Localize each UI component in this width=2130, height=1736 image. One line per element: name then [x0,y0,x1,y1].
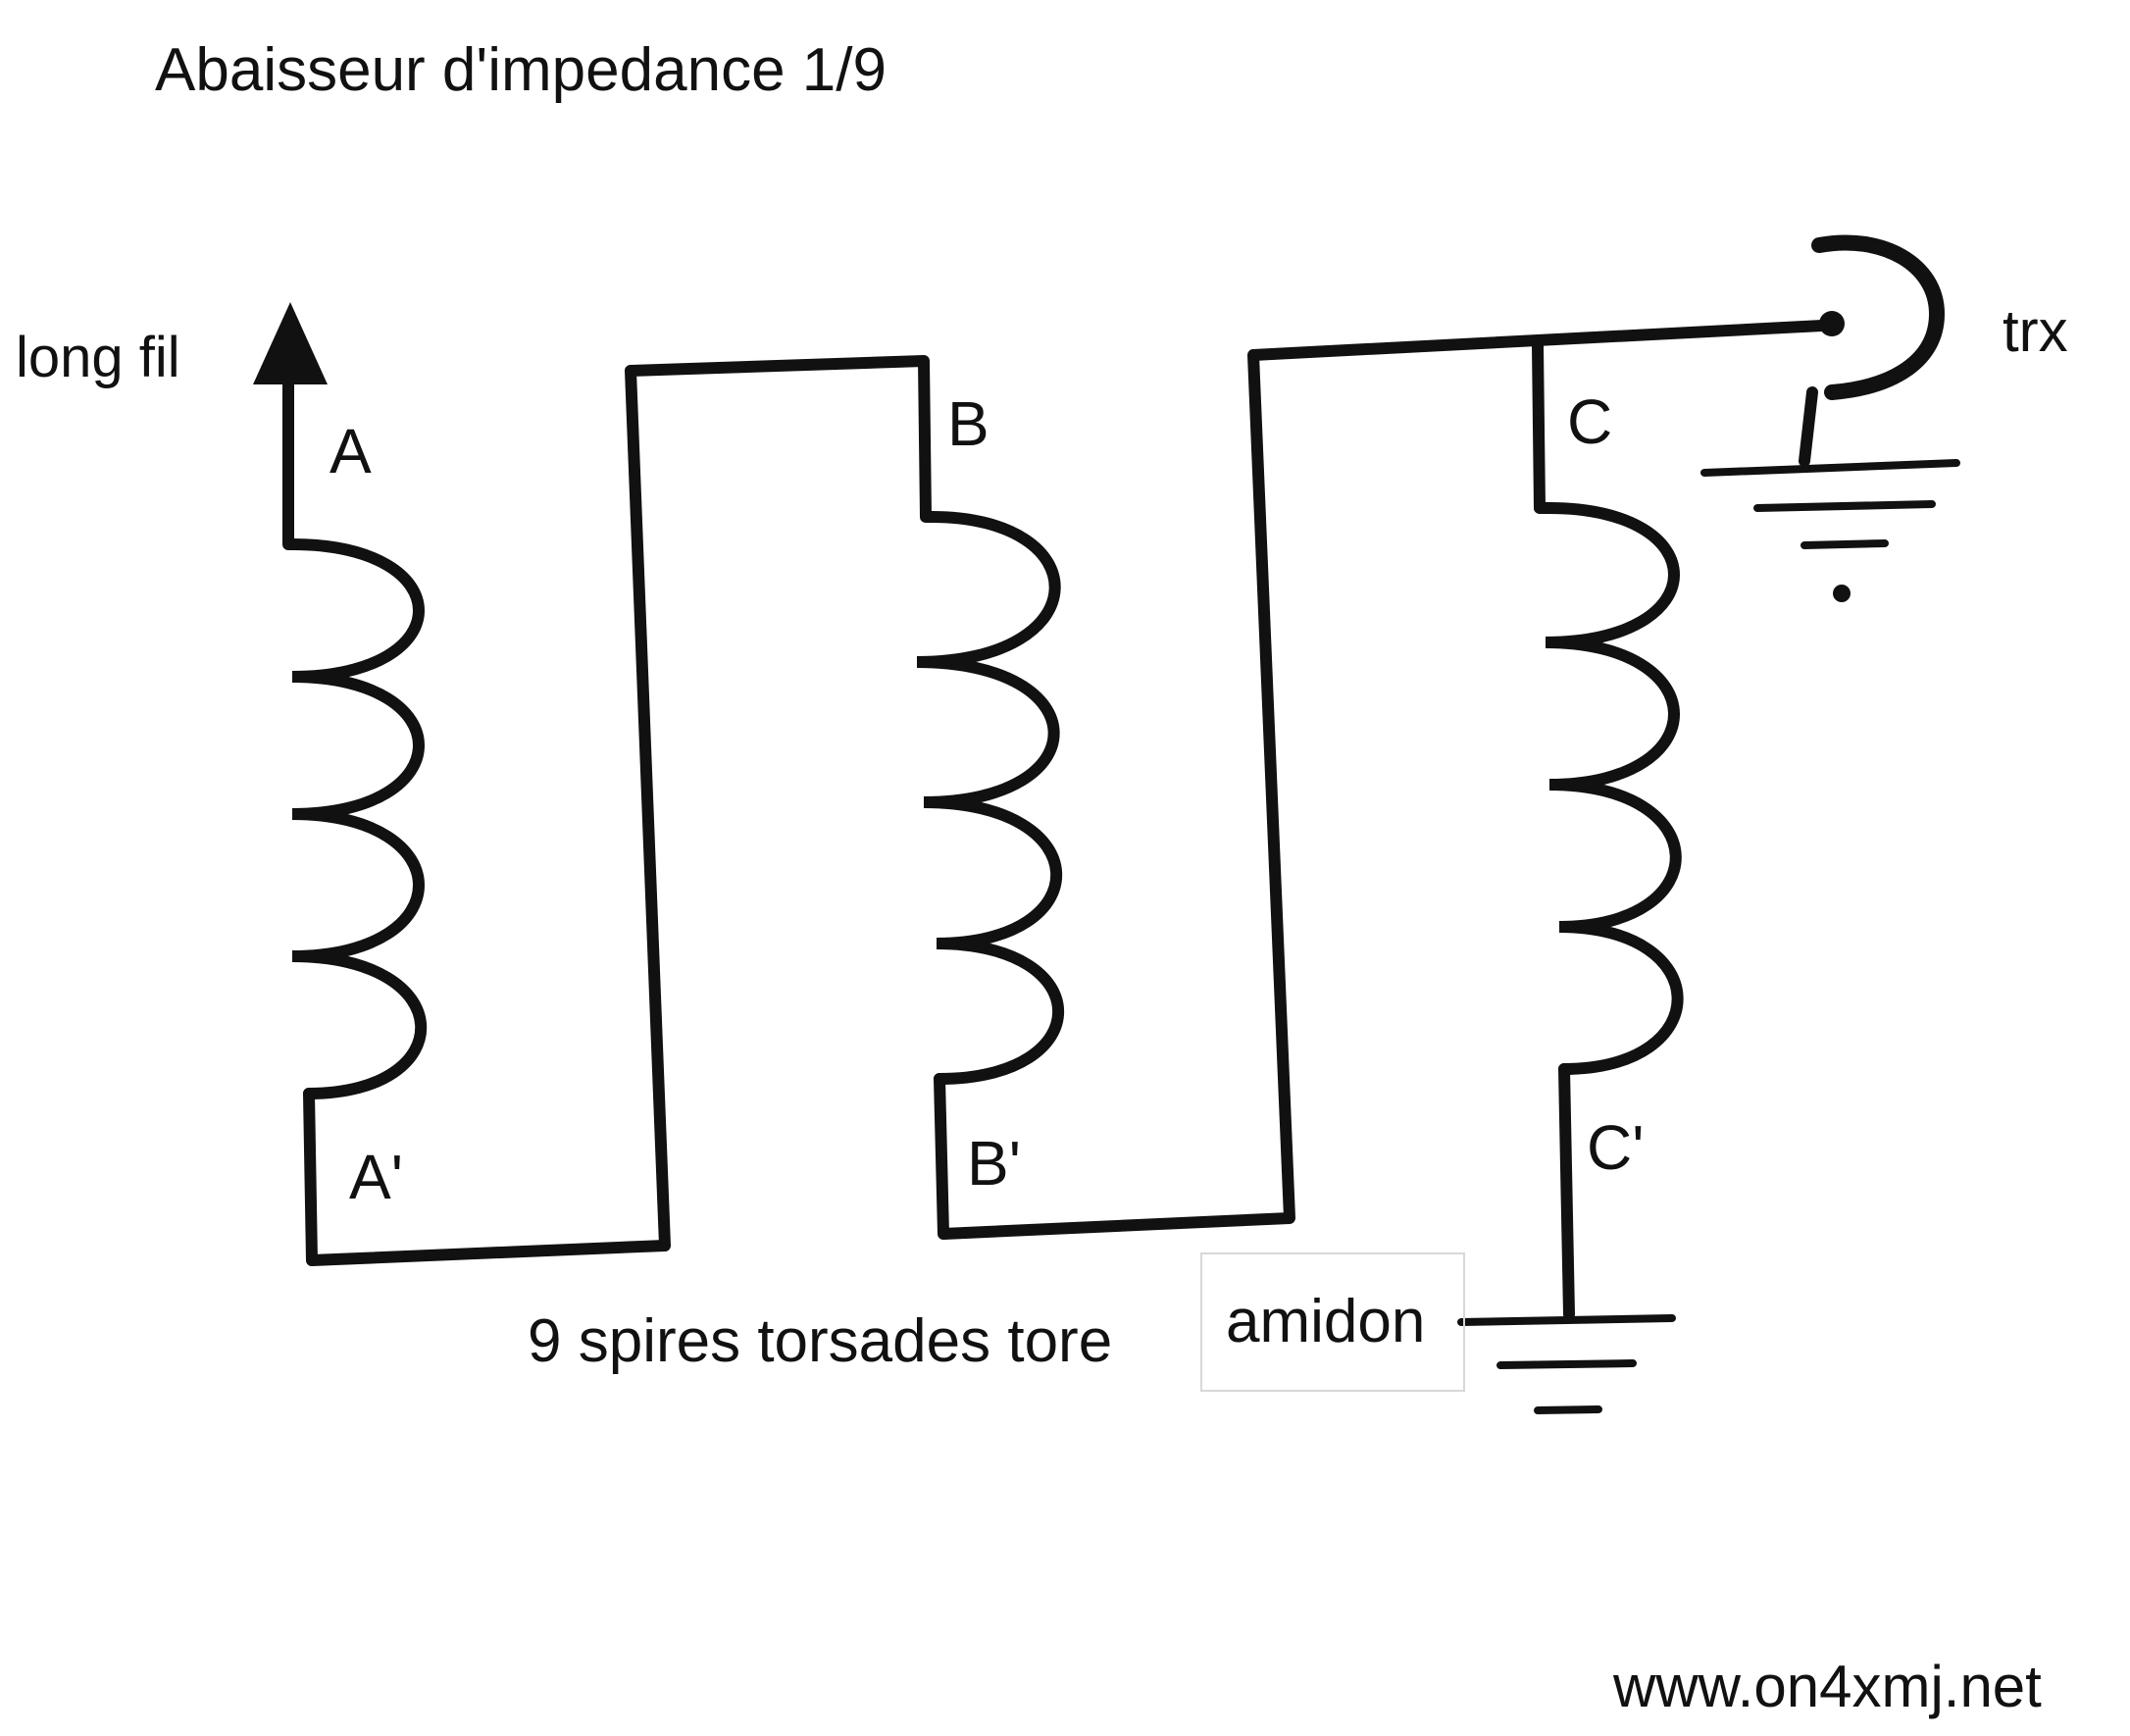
label-b-prime: B' [967,1128,1021,1199]
input-label: long fil [16,326,180,389]
label-a-prime: A' [349,1142,403,1212]
ground-icon [1457,1314,1676,1414]
ground-icon [1700,459,1960,602]
coil-a [286,538,428,1099]
output-label: trx [2003,298,2068,364]
coil-c [1544,502,1684,1075]
website-credit: www.on4xmj.net [1612,1654,2042,1719]
caption-material: amidon [1226,1288,1425,1355]
label-b: B [947,388,989,459]
wire-input [282,372,300,550]
coax-connector-icon [1799,234,1946,467]
label-c-prime: C' [1587,1112,1644,1183]
label-a: A [330,416,372,486]
diagram-title: Abaisseur d'impedance 1/9 [155,36,887,104]
coil-b [916,511,1065,1085]
wire-a-to-b [303,355,939,1266]
caption-patch [1200,1252,1465,1392]
caption-text: 9 spires torsades tore [528,1307,1112,1375]
wire-c-tap [1532,339,1557,514]
wire-b-to-c [934,320,1828,1240]
arrow-up-icon [253,302,328,384]
wire-c-ground [1558,1063,1575,1320]
label-c: C [1567,386,1612,457]
